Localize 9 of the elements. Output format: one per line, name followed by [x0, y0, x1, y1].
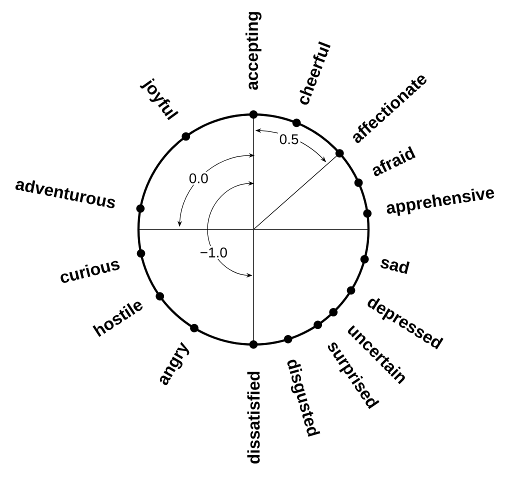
angle-label: 0.5 [278, 132, 300, 146]
angle-label: 0.0 [187, 172, 210, 185]
emotion-label: sad [380, 259, 410, 274]
emotion-label: adventurous [15, 180, 116, 208]
emotion-label: accepting [246, 12, 262, 90]
emotion-label: curious [60, 260, 120, 283]
emotion-label: dissatisfied [247, 372, 260, 464]
emotion-label: apprehensive [386, 188, 494, 216]
angle-label: −1.0 [198, 246, 229, 259]
